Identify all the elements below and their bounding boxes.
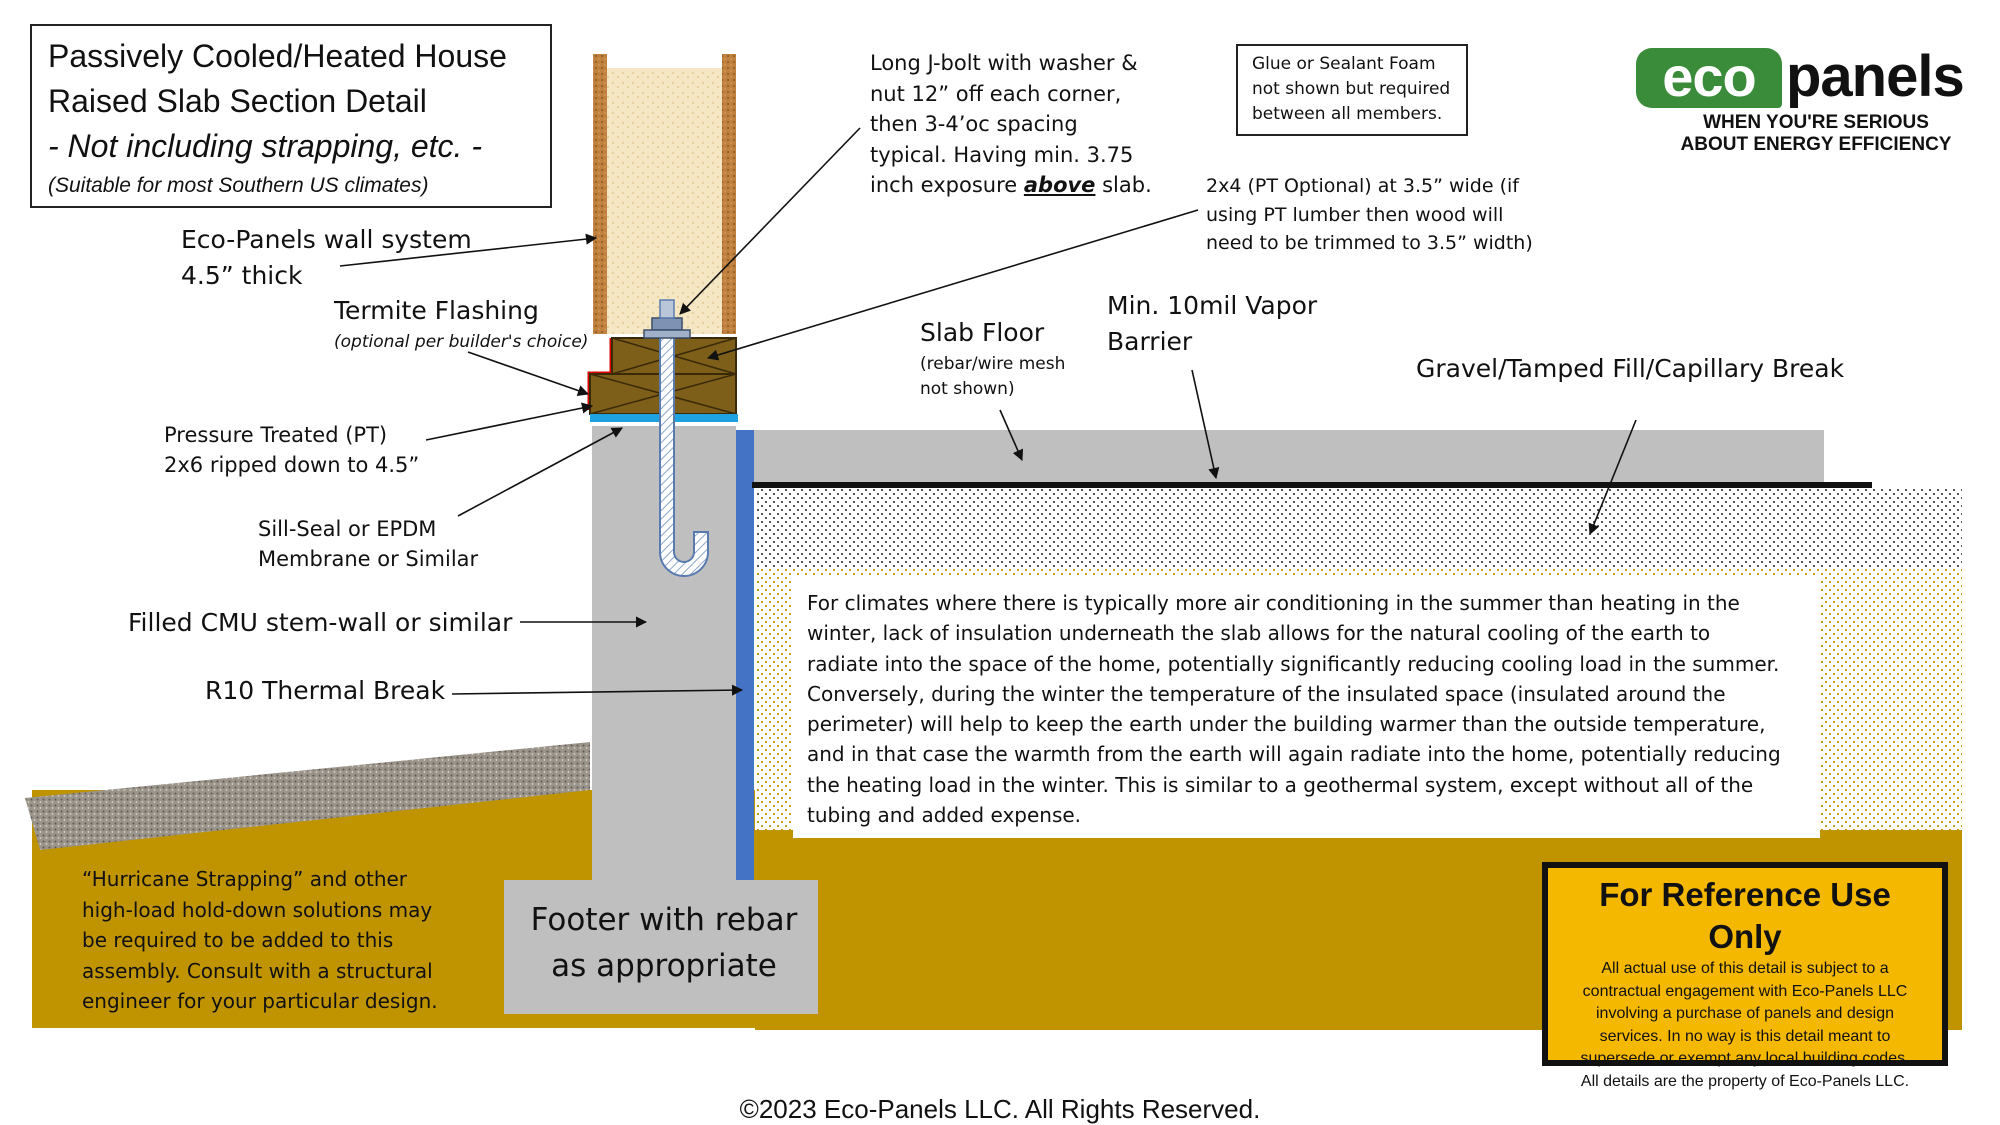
vapor-barrier bbox=[752, 482, 1872, 488]
leader-termite bbox=[467, 351, 590, 396]
gravel-fill bbox=[755, 488, 1962, 568]
label-termite-note: (optional per builder's choice) bbox=[334, 332, 589, 352]
label-slab-floor: Slab Floor bbox=[920, 318, 1045, 347]
j-bolt bbox=[659, 317, 709, 577]
label-j-bolt: Long J-bolt with washer & nut 12” off ea… bbox=[870, 51, 1152, 197]
label-slab-note: (rebar/wire mesh not shown) bbox=[920, 354, 1066, 399]
leader-pt-plate bbox=[425, 402, 594, 441]
bolt-nut bbox=[651, 317, 683, 331]
eco-panels-logo: eco panels WHEN YOU'RE SERIOUS ABOUT ENE… bbox=[1636, 42, 1976, 158]
label-sill-seal: Sill-Seal or EPDM Membrane or Similar bbox=[258, 517, 479, 571]
leader-sill-seal bbox=[457, 427, 623, 517]
logo-tagline-1: WHEN YOU'RE SERIOUS bbox=[1703, 112, 1929, 133]
leader-j-bolt bbox=[679, 127, 861, 315]
reference-body: All actual use of this detail is subject… bbox=[1580, 960, 1910, 1090]
title-block: Passively Cooled/Heated House Raised Sla… bbox=[30, 24, 552, 208]
reference-use-box: For Reference Use Only All actual use of… bbox=[1542, 862, 1948, 1090]
glue-note-line: Glue or Sealant Foam bbox=[1252, 54, 1436, 74]
leader-slab bbox=[999, 409, 1024, 462]
panel-foam-core bbox=[607, 68, 722, 334]
label-two-by-four: 2x4 (PT Optional) at 3.5” wide (if using… bbox=[1206, 175, 1533, 254]
label-footer: Footer with rebar as appropriate bbox=[530, 902, 798, 984]
exterior-grade bbox=[25, 742, 590, 850]
title-line-1: Passively Cooled/Heated House bbox=[48, 38, 507, 74]
glue-note-line: not shown but required bbox=[1252, 79, 1451, 99]
title-line-2: Raised Slab Section Detail bbox=[48, 83, 427, 119]
thermal-break bbox=[736, 430, 754, 880]
panel-osb-right bbox=[722, 54, 736, 334]
label-gravel: Gravel/Tamped Fill/Capillary Break bbox=[1416, 354, 1845, 383]
label-wall-system: Eco-Panels wall system 4.5” thick bbox=[181, 225, 472, 290]
climate-note: For climates where there is typically mo… bbox=[793, 576, 1820, 838]
label-stem-wall: Filled CMU stem-wall or similar bbox=[128, 608, 513, 637]
slab-floor bbox=[752, 430, 1824, 486]
label-termite-flashing: Termite Flashing bbox=[334, 296, 539, 325]
copyright: ©2023 Eco-Panels LLC. All Rights Reserve… bbox=[739, 1094, 1261, 1124]
leader-two-by-four bbox=[706, 209, 1199, 361]
glue-note-line: between all members. bbox=[1252, 104, 1443, 124]
title-line-4: (Suitable for most Southern US climates) bbox=[48, 174, 429, 197]
logo-tagline-2: ABOUT ENERGY EFFICIENCY bbox=[1680, 134, 1952, 155]
label-thermal-break: R10 Thermal Break bbox=[205, 676, 446, 705]
leader-thermal-break bbox=[451, 684, 744, 696]
leader-wall-system bbox=[339, 233, 598, 267]
reference-title: For Reference Use Only bbox=[1599, 876, 1891, 955]
panel-osb-left bbox=[593, 54, 607, 334]
strapping-note: “Hurricane Strapping” and other high-loa… bbox=[82, 867, 438, 1013]
logo-eco: eco bbox=[1636, 48, 1782, 108]
leader-vapor bbox=[1191, 369, 1220, 480]
logo-panels: panels bbox=[1786, 44, 1965, 109]
label-pt-plate: Pressure Treated (PT) 2x6 ripped down to… bbox=[164, 423, 420, 477]
footer bbox=[504, 880, 818, 1014]
label-vapor-barrier: Min. 10mil Vapor Barrier bbox=[1107, 291, 1318, 356]
leader-gravel bbox=[1588, 419, 1637, 536]
title-line-3: - Not including strapping, etc. - bbox=[48, 128, 482, 164]
bolt-washer bbox=[643, 329, 691, 339]
glue-note: Glue or Sealant Foam not shown but requi… bbox=[1236, 44, 1468, 136]
